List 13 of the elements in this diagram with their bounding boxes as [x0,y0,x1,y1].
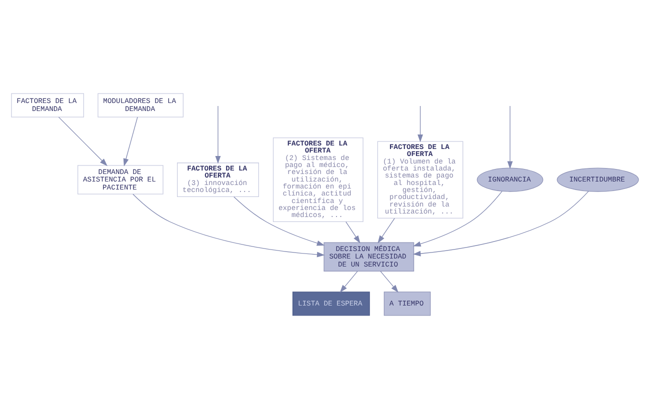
arrow [418,105,423,142]
arrow [234,196,325,246]
arrow [346,221,360,243]
arrow [507,105,513,168]
arrow [340,270,358,292]
arrow [123,116,138,166]
arrow [58,116,108,166]
arrow [380,270,398,292]
arrow [378,218,395,243]
arrow [215,105,221,164]
arrow [412,190,589,256]
arrow [412,190,502,246]
arrow [132,193,325,257]
